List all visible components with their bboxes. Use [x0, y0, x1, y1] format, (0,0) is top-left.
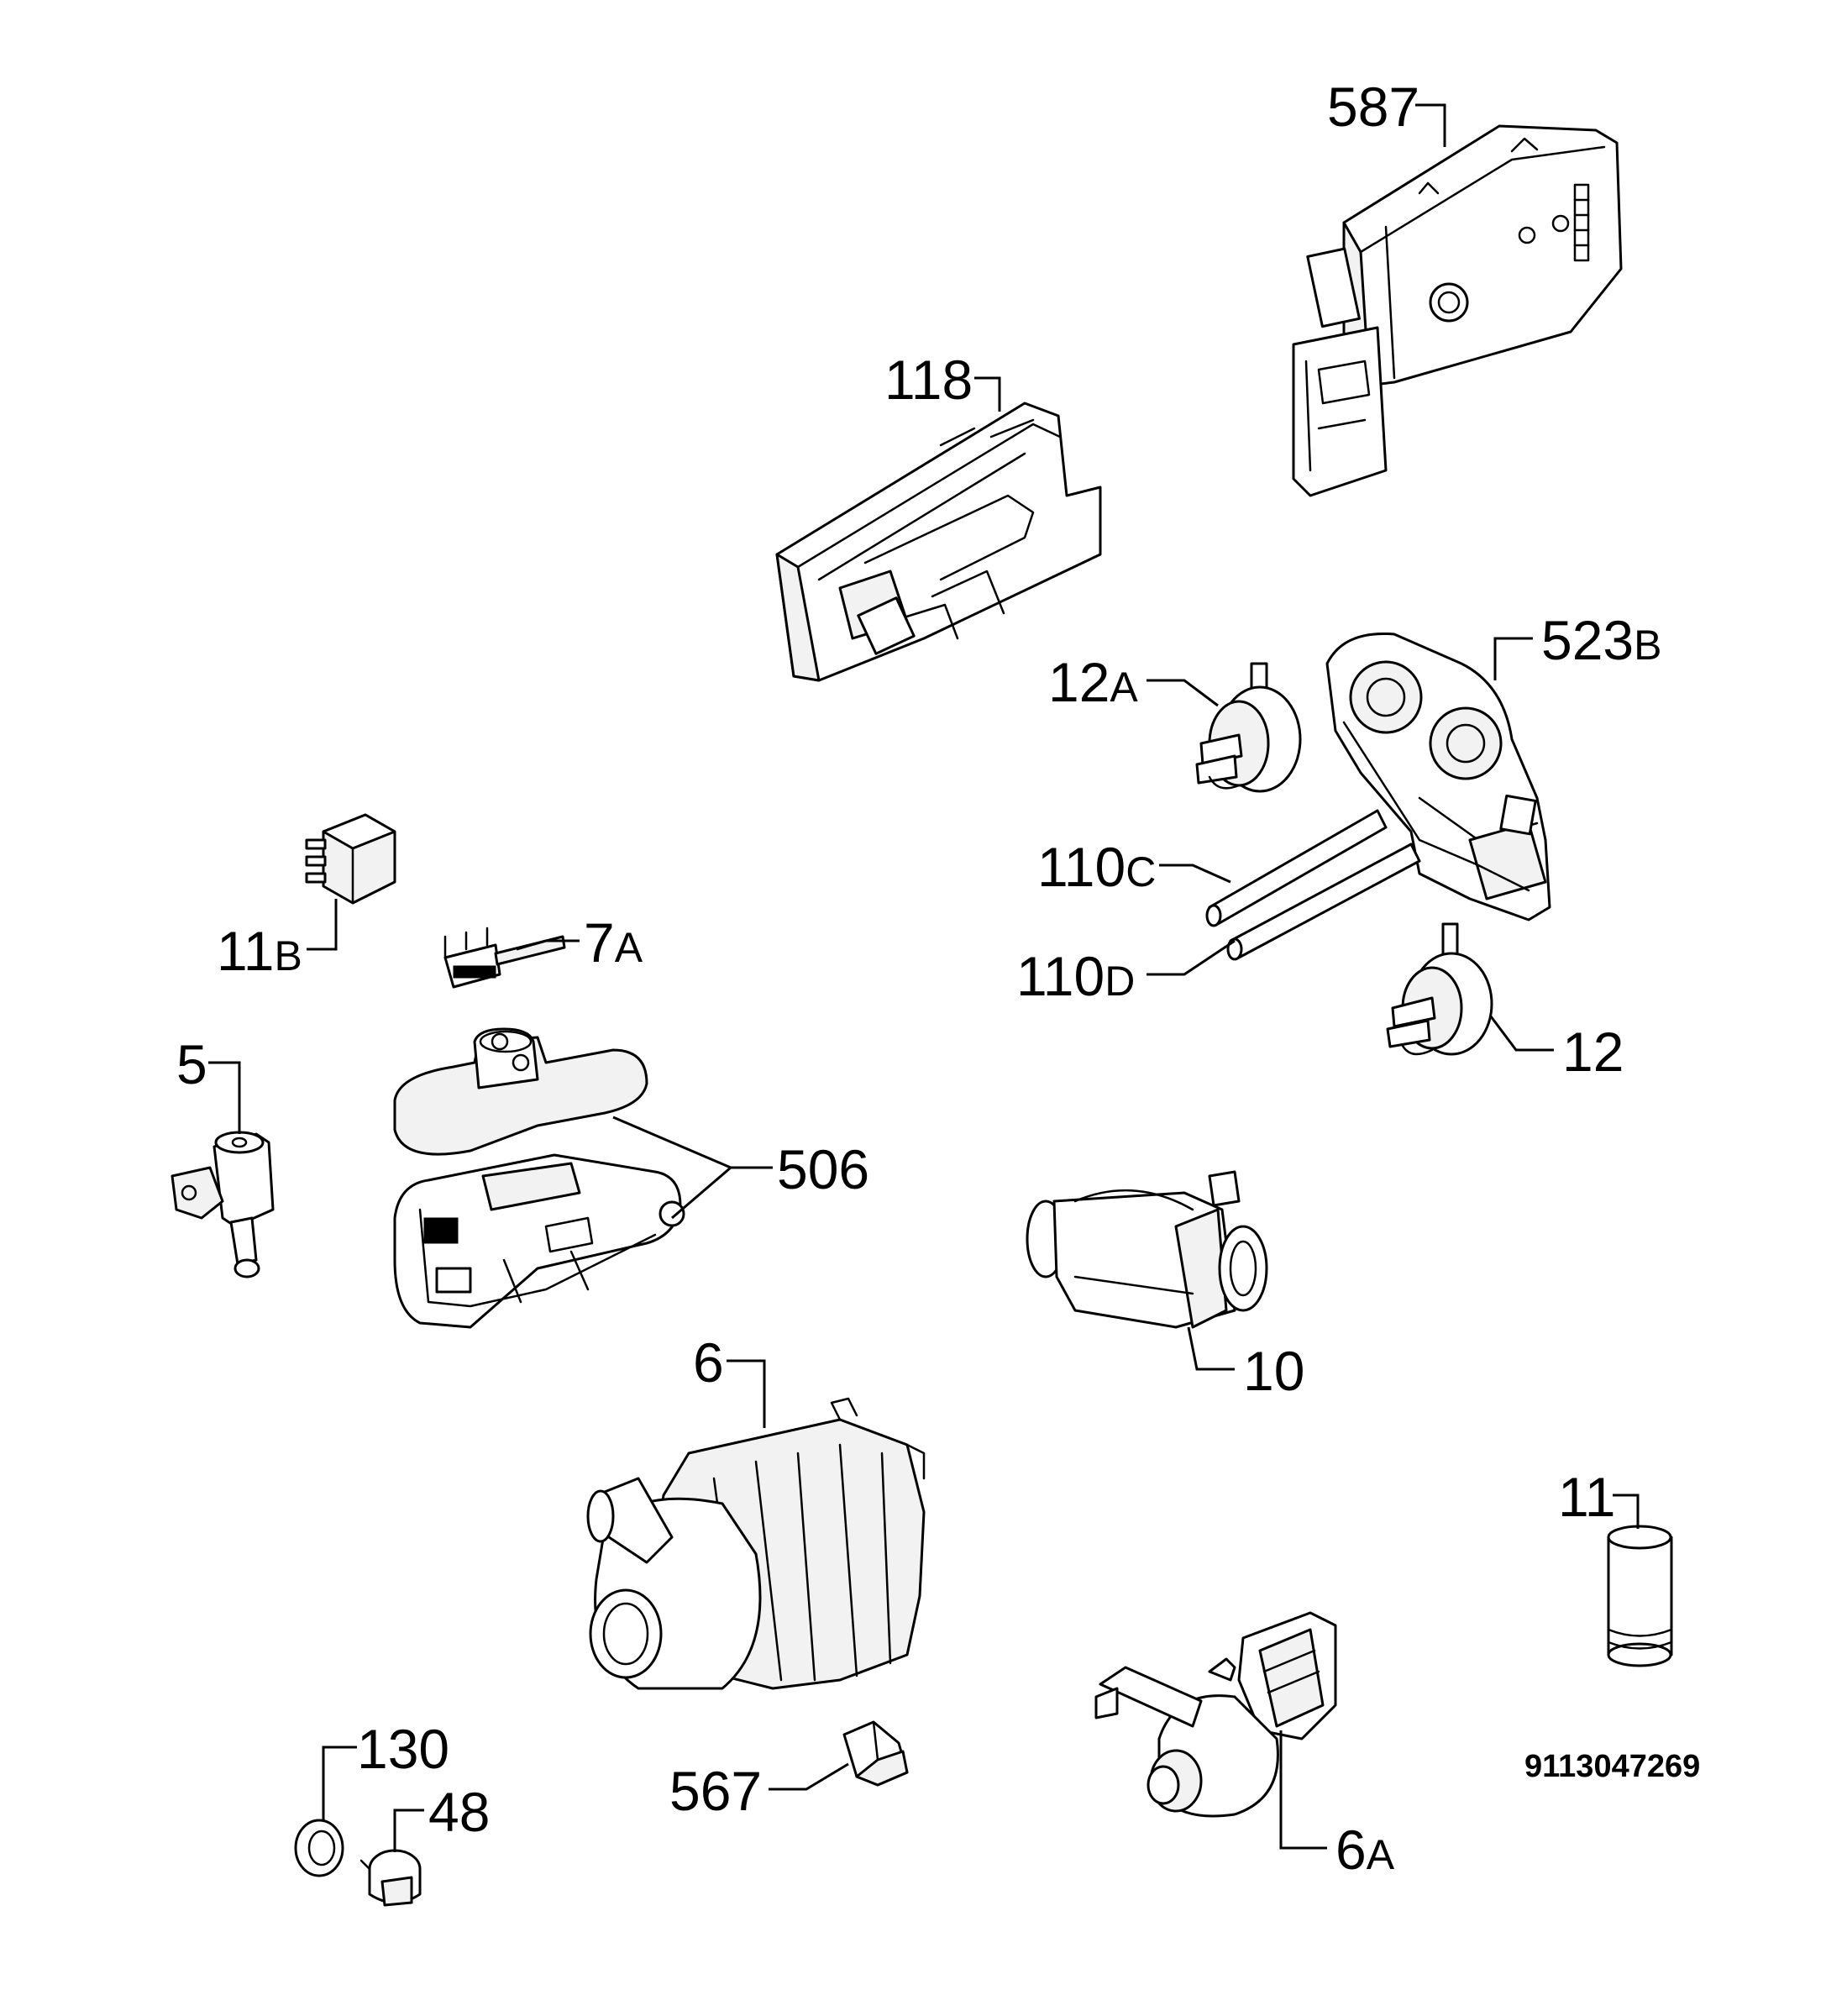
callout-6: 6 [693, 1331, 724, 1394]
callout-5: 5 [176, 1033, 207, 1095]
callout-12: 12 [1562, 1021, 1624, 1083]
part-118-softener [775, 402, 1102, 682]
part-48-plug [359, 1849, 422, 1907]
callout-506: 506 [777, 1138, 869, 1200]
drawing-code: 9113047269 [1524, 1749, 1700, 1784]
part-10-heater [1026, 1170, 1268, 1329]
callout-11b: 11B [217, 920, 302, 982]
part-130-seal-ring [294, 1819, 344, 1877]
part-110c-110d-tubes [1205, 809, 1421, 961]
part-506-cover-set [393, 1027, 685, 1329]
callout-567: 567 [669, 1760, 762, 1822]
part-6a-drain-pump [1094, 1611, 1337, 1818]
part-587-control-module [1292, 124, 1623, 497]
callout-7a: 7A [584, 911, 643, 974]
callout-110c: 110C [1037, 836, 1156, 898]
part-12a-pressure-switch [1195, 662, 1302, 793]
callout-11: 11 [1558, 1466, 1616, 1528]
callout-118: 118 [884, 349, 973, 411]
callout-6a: 6A [1335, 1819, 1395, 1881]
part-5-inlet-valve [171, 1131, 275, 1278]
part-7a-sensor [443, 927, 566, 989]
part-567-clip [842, 1720, 909, 1787]
part-11-capacitor [1607, 1525, 1673, 1667]
callout-48: 48 [428, 1781, 490, 1843]
callout-587: 587 [1327, 76, 1419, 138]
part-11b-relay [305, 813, 396, 905]
callout-110d: 110D [1016, 945, 1135, 1007]
part-523b-bracket [1325, 632, 1551, 921]
callout-10: 10 [1243, 1340, 1304, 1402]
callout-523b: 523B [1541, 609, 1661, 671]
part-6-circulation-pump [586, 1397, 926, 1690]
callout-130: 130 [357, 1718, 449, 1780]
callout-12a: 12A [1048, 651, 1138, 713]
part-12-pressure-switch [1386, 922, 1493, 1056]
